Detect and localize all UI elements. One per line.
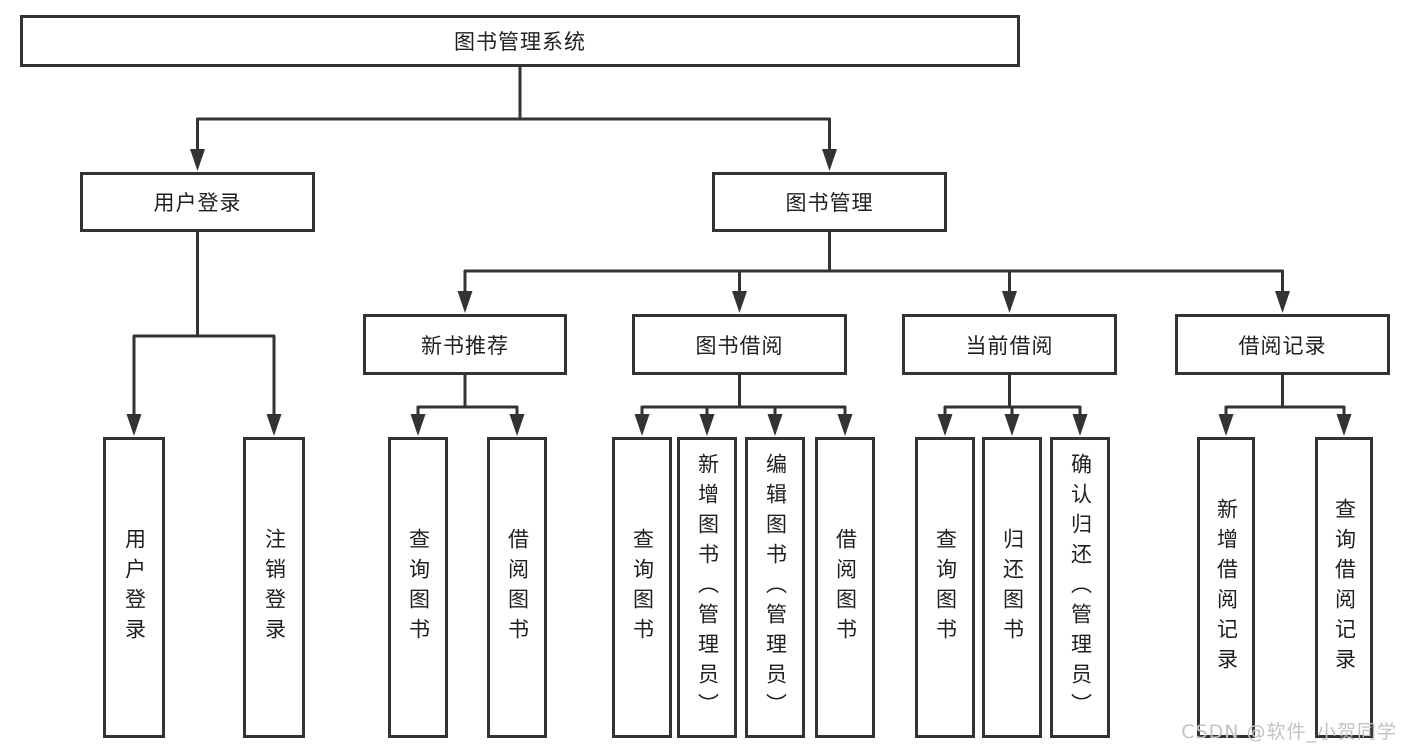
node-label: 归还图书 [1000, 527, 1025, 648]
node-label: 新书推荐 [421, 333, 509, 358]
node-label: 新增图书（管理员） [695, 452, 720, 723]
node-label: 查询借阅记录 [1332, 497, 1357, 678]
node-label: 用户登录 [122, 527, 147, 648]
node-label: 借阅图书 [833, 527, 858, 648]
node-label: 编辑图书（管理员） [763, 452, 788, 723]
node-label: 图书借阅 [695, 333, 784, 358]
node-label: 查询图书 [630, 527, 655, 648]
connector-new-book-recommend [410, 375, 525, 436]
leaf-borrow-book-recommend: 借阅图书 [487, 437, 547, 738]
node-label: 查询图书 [933, 527, 958, 648]
node-label: 借阅图书 [505, 527, 530, 648]
node-label: 用户登录 [153, 191, 242, 215]
node-borrowing-records: 借阅记录 [1175, 314, 1390, 375]
connector-current-borrowing [937, 375, 1088, 436]
connector-borrowing-records [1218, 375, 1352, 436]
node-label: 确认归还（管理员） [1068, 452, 1093, 723]
node-new-book-recommend: 新书推荐 [363, 314, 567, 375]
leaf-query-borrow-record: 查询借阅记录 [1315, 437, 1373, 738]
node-label: 查询图书 [406, 527, 431, 648]
node-label: 借阅记录 [1238, 333, 1327, 358]
node-label: 图书管理系统 [454, 30, 586, 54]
node-book-management: 图书管理 [712, 172, 947, 232]
leaf-user-login: 用户登录 [103, 437, 165, 738]
leaf-logout-login: 注销登录 [243, 437, 305, 738]
leaf-edit-book-admin: 编辑图书（管理员） [745, 437, 805, 738]
leaf-confirm-return-admin: 确认归还（管理员） [1050, 437, 1110, 738]
leaf-add-borrow-record: 新增借阅记录 [1197, 437, 1255, 738]
connector-user-login [126, 232, 282, 436]
node-book-borrowing: 图书借阅 [632, 314, 847, 375]
connector-book-management [457, 232, 1290, 313]
node-label: 注销登录 [262, 527, 287, 648]
connector-book-borrowing [634, 375, 853, 436]
node-current-borrowing: 当前借阅 [902, 314, 1117, 375]
leaf-query-book-borrowing: 查询图书 [612, 437, 672, 738]
leaf-borrow-book-borrowing: 借阅图书 [815, 437, 875, 738]
node-label: 新增借阅记录 [1214, 497, 1239, 678]
node-label: 当前借阅 [965, 333, 1054, 358]
node-library-management-system: 图书管理系统 [20, 15, 1020, 67]
leaf-return-book: 归还图书 [982, 437, 1042, 738]
csdn-watermark: CSDN @软件_小贺同学 [1181, 721, 1397, 743]
node-user-login: 用户登录 [80, 172, 315, 232]
leaf-query-book-current: 查询图书 [915, 437, 975, 738]
connector-root [190, 67, 837, 171]
leaf-query-book-recommend: 查询图书 [388, 437, 448, 738]
node-label: 图书管理 [785, 191, 874, 215]
leaf-add-book-admin: 新增图书（管理员） [677, 437, 737, 738]
